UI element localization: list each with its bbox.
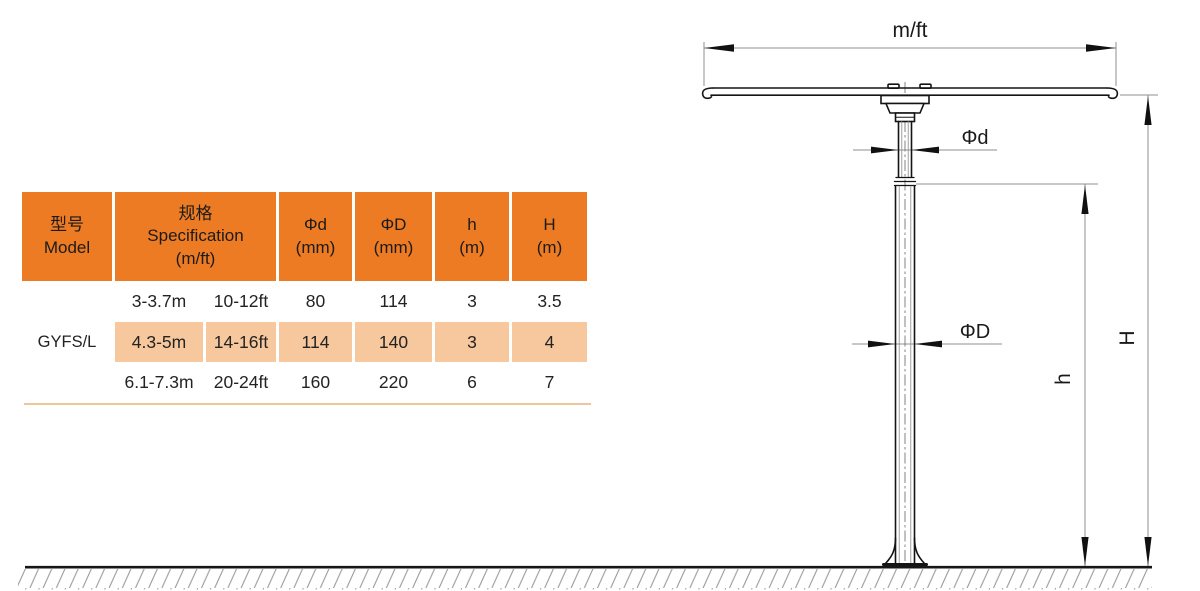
header-phid-unit: (mm)	[295, 237, 336, 257]
cell-h-row1: 3	[467, 291, 477, 311]
table-bottom-divider	[24, 403, 591, 405]
bolt-left	[887, 83, 900, 89]
cell-H-row1: 3.5	[537, 291, 562, 311]
header-model-zh: 型号	[50, 215, 84, 235]
header-spec-en: Specification	[147, 226, 244, 246]
cell-phiD-row1: 114	[379, 291, 408, 311]
header-H: H (m)	[512, 192, 587, 281]
bolt-right	[919, 83, 932, 89]
dim-span-label: m/ft	[893, 19, 928, 42]
cell-m-row2: 4.3-5m	[115, 322, 203, 362]
dimension-arrows	[704, 44, 1152, 566]
ground-hatch	[18, 569, 1152, 590]
cell-phid-row2: 114	[279, 322, 352, 362]
header-phiD-unit: (mm)	[373, 237, 414, 257]
cell-ft-row2: 14-16ft	[206, 322, 276, 362]
header-H-symbol: H	[543, 215, 556, 235]
cell-H-row2: 4	[512, 322, 587, 362]
specification-table: 型号 Model 规格 Specification (m/ft) Φd (mm)…	[22, 192, 587, 403]
header-phid: Φd (mm)	[279, 192, 352, 281]
header-phiD-symbol: ΦD	[380, 215, 407, 235]
antenna-structure	[701, 83, 1119, 566]
header-spec-zh: 规格	[178, 204, 213, 224]
crossarm-right-tip	[1106, 87, 1119, 100]
dimension-lines	[703, 42, 1158, 567]
header-h: h (m)	[435, 192, 509, 281]
arm-clamp	[880, 94, 930, 123]
dim-upper-diameter-label: Φd	[961, 127, 988, 149]
cell-m-row1: 3-3.7m	[131, 291, 187, 311]
cell-ft-row3: 20-24ft	[213, 372, 269, 392]
mast-upper-tube	[897, 120, 913, 178]
cell-m-row3: 6.1-7.3m	[124, 372, 194, 392]
header-phiD: ΦD (mm)	[355, 192, 432, 281]
cell-H-row3: 7	[544, 372, 555, 392]
cell-ft-row1: 10-12ft	[213, 291, 269, 311]
crossarm-left-tip	[701, 87, 714, 100]
header-model: 型号 Model	[22, 192, 112, 281]
cell-h-row3: 6	[467, 372, 477, 392]
cell-phid-row1: 80	[305, 291, 326, 311]
dim-lower-diameter-label: ΦD	[960, 321, 990, 343]
cell-h-row2: 3	[435, 322, 509, 362]
cell-phiD-row3: 220	[378, 372, 409, 392]
dim-total-height-label: H	[1116, 330, 1139, 345]
header-spec-unit: (m/ft)	[175, 248, 216, 268]
header-H-unit: (m)	[536, 237, 563, 257]
cell-phid-row3: 160	[300, 372, 331, 392]
base-mount	[882, 537, 928, 566]
header-phid-symbol: Φd	[303, 215, 328, 235]
header-h-symbol: h	[467, 215, 477, 235]
mast-lower-tube	[894, 185, 916, 565]
model-value-cell: GYFS/L	[37, 332, 97, 351]
header-model-en: Model	[43, 237, 91, 257]
header-specification: 规格 Specification (m/ft)	[115, 192, 276, 281]
tube-joint-collar	[893, 176, 917, 187]
cell-phiD-row2: 140	[355, 322, 432, 362]
header-h-unit: (m)	[459, 237, 485, 257]
dim-pole-height-label: h	[1052, 373, 1075, 385]
